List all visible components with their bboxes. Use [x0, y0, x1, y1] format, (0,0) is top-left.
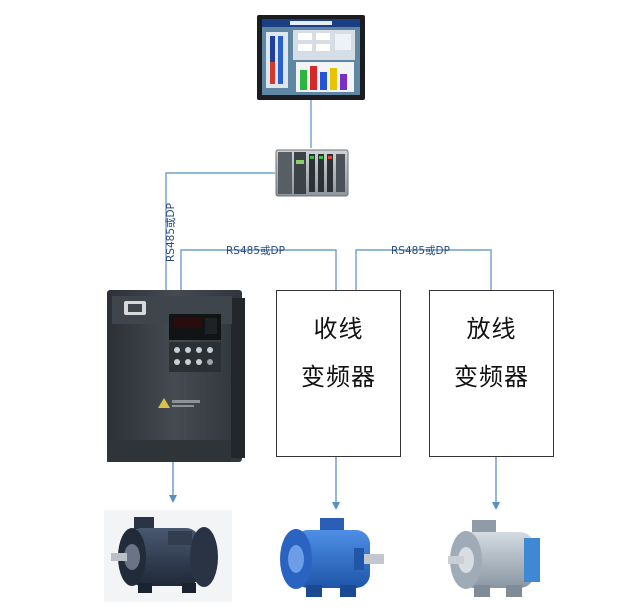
arrow-head-winding — [332, 502, 340, 510]
link-label-drive-winding: RS485或DP — [226, 245, 285, 257]
arrow-head-main — [169, 495, 177, 503]
arrow-head-unwinding — [492, 502, 500, 510]
arrow-lines — [172, 456, 497, 503]
link-label-winding-unwinding: RS485或DP — [391, 245, 450, 257]
electric-motor-icon — [104, 510, 232, 602]
winding-drive-label-line2: 变频器 — [301, 363, 376, 391]
plc-module-icon — [275, 149, 349, 197]
winding-drive-label-line1: 收线 — [313, 315, 364, 343]
drive-to-winding-line — [180, 249, 337, 290]
unwinding-drive-box: 放线 变频器 — [429, 290, 554, 457]
winding-to-unwinding-line — [355, 249, 492, 290]
hmi-touchscreen-icon — [257, 15, 365, 100]
winding-drive-box: 收线 变频器 — [276, 290, 401, 457]
unwinding-drive-label-line2: 变频器 — [454, 363, 529, 391]
unwinding-drive-label-line1: 放线 — [466, 315, 517, 343]
connector-lines — [165, 100, 492, 290]
electric-motor-icon — [448, 520, 540, 597]
variable-frequency-drive-icon — [107, 290, 245, 462]
plc-to-drive-line — [165, 172, 275, 290]
electric-motor-icon — [280, 518, 384, 597]
link-label-plc-drive: RS485或DP — [165, 203, 177, 262]
